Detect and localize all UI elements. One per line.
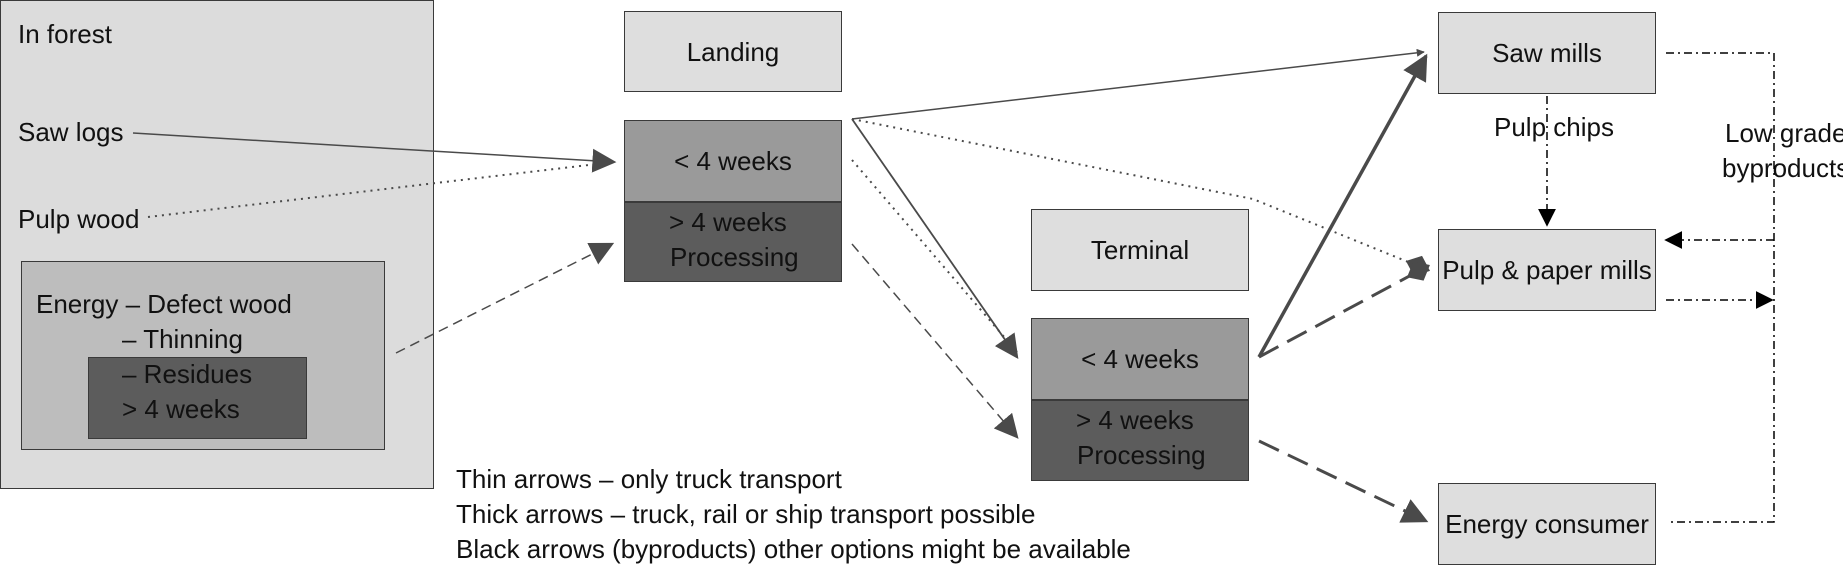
- terminal-title-box: Terminal: [1031, 209, 1249, 291]
- arrow-landing-to-saw-mills: [851, 48, 1425, 120]
- landing-long-line2: Processing: [670, 242, 799, 272]
- energy-label: Energy – Defect wood: [36, 289, 292, 319]
- pulp-chips-label: Pulp chips: [1494, 112, 1614, 142]
- arrow-saw-logs-to-landing: [132, 132, 617, 173]
- saw-mills-box: Saw mills: [1438, 12, 1656, 94]
- arrow-energy-to-landing: [395, 242, 615, 354]
- arrow-terminal-to-saw-mills: [1257, 53, 1428, 358]
- terminal-long-line1: > 4 weeks: [1076, 405, 1194, 435]
- saw-logs-label: Saw logs: [18, 117, 124, 147]
- arrow-landing-to-terminal-solid: [851, 118, 1019, 359]
- low-grade-label: Low grade: [1725, 118, 1843, 148]
- terminal-long-line2: Processing: [1077, 440, 1206, 470]
- residues-duration-label: > 4 weeks: [122, 394, 240, 424]
- byproducts-label: byproducts: [1722, 153, 1843, 183]
- terminal-short-storage: < 4 weeks: [1031, 318, 1249, 400]
- pulp-paper-mills-box: Pulp & paper mills: [1438, 229, 1656, 311]
- thinning-label: – Thinning: [122, 324, 243, 354]
- legend-black-arrows: Black arrows (byproducts) other options …: [456, 534, 1131, 564]
- terminal-long-storage: [1031, 400, 1249, 481]
- arrow-landing-to-terminal-dotted: [851, 159, 1018, 353]
- landing-long-line1: > 4 weeks: [669, 207, 787, 237]
- line-saw-mills-to-byproducts: [1666, 52, 1775, 523]
- legend-thick-arrows: Thick arrows – truck, rail or ship trans…: [456, 499, 1036, 529]
- pulp-wood-label: Pulp wood: [18, 204, 140, 234]
- arrow-landing-to-pulp-mills: [851, 118, 1431, 276]
- landing-short-storage: < 4 weeks: [624, 120, 842, 202]
- residues-box: [88, 357, 307, 439]
- landing-long-storage: [624, 202, 842, 282]
- forest-title: In forest: [18, 19, 112, 49]
- energy-consumer-box: Energy consumer: [1438, 483, 1656, 565]
- landing-title-box: Landing: [624, 11, 842, 92]
- legend-thin-arrows: Thin arrows – only truck transport: [456, 464, 842, 494]
- arrow-pulp-wood-to-landing: [147, 161, 615, 218]
- residues-label: – Residues: [122, 359, 253, 389]
- arrow-landing-to-terminal-dashed: [851, 243, 1019, 439]
- arrow-terminal-to-energy-consumer: [1258, 439, 1429, 523]
